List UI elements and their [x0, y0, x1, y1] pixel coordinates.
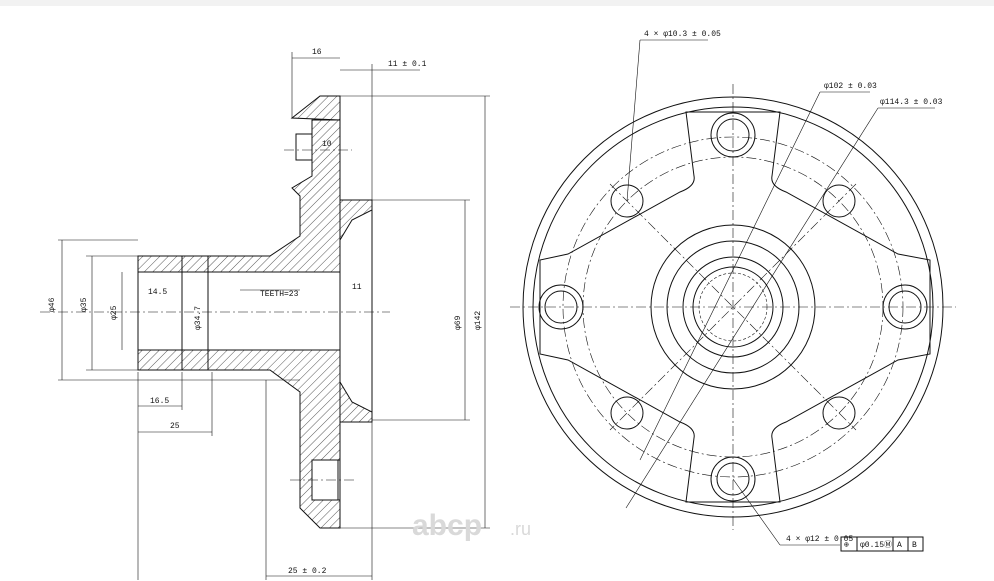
dim-dia34: φ34.7: [194, 306, 203, 330]
watermark-tld: .ru: [510, 519, 531, 539]
dim-25-tol: 25 ± 0.2: [288, 567, 327, 576]
watermark-logo: abcp .ru: [412, 509, 531, 542]
tol-datum-a: A: [897, 541, 902, 550]
hub-cross-arms: [539, 111, 931, 503]
label-pcd102: φ102 ± 0.03: [824, 82, 877, 91]
dim-11-tol: 11 ± 0.1: [388, 60, 427, 69]
dim-10: 10: [322, 140, 332, 149]
hub-section-lower: [137, 349, 373, 529]
dim-25: 25: [170, 422, 180, 431]
top-strip: [0, 0, 994, 6]
dim-16: 16: [312, 48, 322, 57]
tolerance-frame: ⊕ φ0.15 Ⓜ A B: [840, 536, 924, 552]
dim-14-5: 14.5: [148, 288, 167, 297]
tol-value: φ0.15: [860, 541, 884, 550]
dim-dia46: φ46: [48, 297, 57, 312]
tol-mmc: Ⓜ: [884, 540, 892, 550]
label-pcd114: φ114.3 ± 0.03: [880, 98, 943, 107]
side-section-view: 16 11 ± 0.1 10 11 14.5 TEETH=23 φ46 φ35 …: [40, 48, 490, 580]
dim-11: 11: [352, 283, 362, 292]
dim-dia142: φ142: [474, 311, 483, 330]
tol-datum-b: B: [912, 541, 917, 550]
dim-16-5: 16.5: [150, 397, 169, 406]
dim-dia69: φ69: [454, 315, 463, 330]
dim-dia25: φ25: [110, 305, 119, 320]
label-holes-large: 4 × φ12 ± 0.05: [786, 535, 853, 544]
tol-symbol: ⊕: [844, 541, 849, 550]
teeth-label: TEETH=23: [260, 290, 299, 299]
hub-section-upper: [137, 95, 373, 273]
front-view: 4 × φ10.3 ± 0.05 φ102 ± 0.03 φ114.3 ± 0.…: [510, 30, 956, 552]
dim-dia35: φ35: [80, 297, 89, 312]
label-holes-small: 4 × φ10.3 ± 0.05: [644, 30, 721, 39]
watermark-brand: abcp: [412, 509, 482, 542]
small-holes: [610, 184, 856, 430]
